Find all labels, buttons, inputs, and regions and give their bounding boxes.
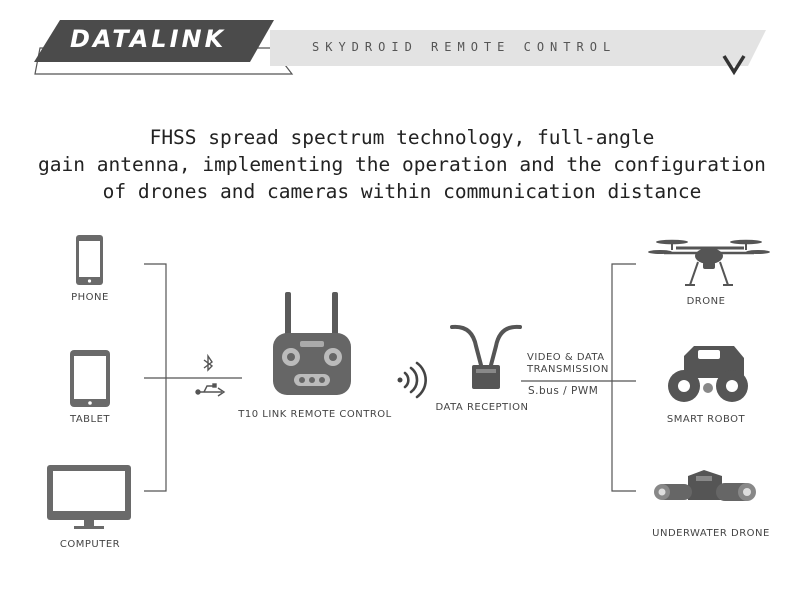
left-bracket: [144, 263, 242, 492]
underwater-drone-label: UNDERWATER DRONE: [652, 528, 770, 539]
computer-label: COMPUTER: [59, 539, 121, 550]
headline-line-2: gain antenna, implementing the operation…: [38, 153, 766, 176]
smart-robot-icon: [668, 346, 748, 402]
banner-light-strip: [270, 30, 766, 66]
computer-icon: [47, 465, 131, 529]
banner-dark-plate: [34, 20, 274, 62]
drone-label: DRONE: [686, 296, 726, 307]
remote-label: T10 LINK REMOTE CONTROL: [238, 409, 392, 420]
banner-subtitle: SKYDROID REMOTE CONTROL: [312, 40, 617, 54]
remote-control-icon: [273, 292, 351, 395]
chevron-down-icon[interactable]: [722, 55, 746, 76]
tablet-label: TABLET: [69, 414, 111, 425]
right-bracket: [611, 263, 636, 492]
underwater-drone-icon: [654, 470, 756, 501]
phone-icon: [76, 235, 103, 285]
headline: FHSS spread spectrum technology, full-an…: [30, 124, 774, 205]
usb-icon: [195, 383, 226, 397]
link-label-line-2: TRANSMISSION: [527, 364, 609, 375]
smart-robot-label: SMART ROBOT: [666, 414, 746, 425]
header-banner: [34, 20, 766, 76]
wireless-signal-icon: [397, 361, 427, 399]
receiver-label: DATA RECEPTION: [435, 402, 529, 413]
headline-line-3: of drones and cameras within communicati…: [102, 180, 702, 203]
banner-title: DATALINK: [70, 25, 227, 53]
headline-line-1: FHSS spread spectrum technology, full-an…: [149, 126, 655, 149]
tablet-icon: [70, 350, 110, 407]
phone-label: PHONE: [71, 292, 109, 303]
drone-icon: [648, 239, 770, 286]
link-label-line-1: VIDEO & DATA: [527, 352, 605, 363]
bluetooth-icon: [203, 353, 214, 372]
protocol-label: S.bus / PWM: [528, 385, 599, 397]
receiver-icon: [450, 324, 522, 389]
